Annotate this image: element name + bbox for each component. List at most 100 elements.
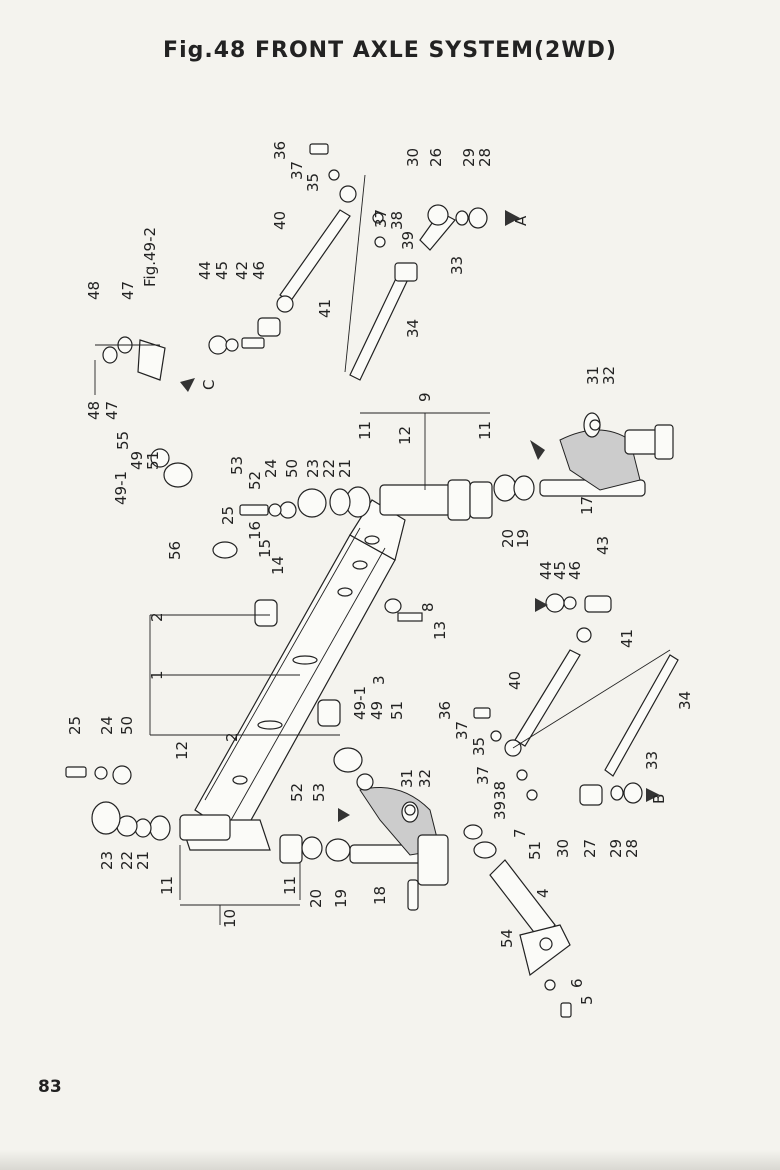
callout-17: 17: [578, 496, 596, 515]
callout-6: 6: [568, 978, 586, 988]
callout-18: 18: [371, 886, 389, 905]
knuckle-upper: [539, 412, 674, 497]
front-support: [463, 824, 571, 977]
callout-39: 39: [491, 801, 509, 820]
tie-rod-lower: [473, 593, 679, 806]
callout-49: 49: [128, 451, 146, 470]
callout-22: 22: [320, 459, 338, 478]
callout-12: 12: [396, 426, 414, 445]
callout-46: 46: [566, 561, 584, 580]
fig-reference: Fig.49-2: [141, 227, 159, 287]
callout-37: 37: [288, 161, 306, 180]
callout-52: 52: [288, 783, 306, 802]
callout-33: 33: [643, 751, 661, 770]
callout-29: 29: [460, 148, 478, 167]
callout-51: 51: [388, 701, 406, 720]
callout-31: 31: [584, 366, 602, 385]
callout-45: 45: [551, 561, 569, 580]
callout-55: 55: [114, 431, 132, 450]
callout-45: 45: [213, 261, 231, 280]
callout-2: 2: [148, 612, 166, 622]
callout-20: 20: [499, 529, 517, 548]
callout-19: 19: [514, 529, 532, 548]
callout-16: 16: [246, 521, 264, 540]
callout-32: 32: [416, 769, 434, 788]
callout-44: 44: [196, 261, 214, 280]
callout-44: 44: [537, 561, 555, 580]
callout-9: 9: [416, 392, 434, 402]
callout-37: 37: [372, 209, 390, 228]
knuckle-lower: [349, 787, 449, 911]
direction-arrows: A B C: [180, 210, 668, 822]
page-title: Fig.48 FRONT AXLE SYSTEM(2WD): [163, 38, 617, 63]
callout-22: 22: [118, 851, 136, 870]
callout-11: 11: [281, 876, 299, 895]
callout-38: 38: [491, 781, 509, 800]
callout-32: 32: [600, 366, 618, 385]
arrow-letter-b: B: [650, 794, 668, 804]
callout-56: 56: [166, 541, 184, 560]
callout-43: 43: [594, 536, 612, 555]
callout-7: 7: [511, 828, 529, 838]
callout-31: 31: [398, 769, 416, 788]
callout-33: 33: [448, 256, 466, 275]
callout-53: 53: [310, 783, 328, 802]
small-hardware: [65, 336, 601, 1018]
callout-13: 13: [431, 621, 449, 640]
callout-49: 49: [368, 701, 386, 720]
callout-34: 34: [404, 319, 422, 338]
pivot-pipe-lower: [91, 801, 351, 864]
callout-30: 30: [404, 148, 422, 167]
callout-54: 54: [498, 929, 516, 948]
callout-15: 15: [256, 539, 274, 558]
callout-1: 1: [148, 670, 166, 680]
callout-48: 48: [85, 281, 103, 300]
callout-26: 26: [427, 148, 445, 167]
callout-20: 20: [307, 889, 325, 908]
tie-rod-upper: [208, 143, 357, 355]
callout-51: 51: [526, 841, 544, 860]
callout-38: 38: [388, 211, 406, 230]
callout-53: 53: [228, 456, 246, 475]
callout-3: 3: [370, 675, 388, 685]
callout-4: 4: [534, 888, 552, 898]
callout-37: 37: [474, 766, 492, 785]
callout-48: 48: [85, 401, 103, 420]
callout-51: 51: [144, 451, 162, 470]
arrow-letter-a: A: [512, 215, 530, 226]
callout-11: 11: [356, 421, 374, 440]
callout-47: 47: [119, 281, 137, 300]
callout-49-1: 49-1: [112, 471, 130, 505]
callout-39: 39: [399, 231, 417, 250]
callout-28: 28: [623, 839, 641, 858]
scan-edge: [0, 1150, 780, 1170]
callout-49-1: 49-1: [351, 686, 369, 720]
callout-28: 28: [476, 148, 494, 167]
callout-47: 47: [103, 401, 121, 420]
callout-41: 41: [618, 629, 636, 648]
callout-5: 5: [578, 995, 596, 1005]
callout-36: 36: [271, 141, 289, 160]
pivot-pipe-upper: [239, 474, 535, 521]
callout-27: 27: [581, 839, 599, 858]
callout-29: 29: [607, 839, 625, 858]
callout-46: 46: [250, 261, 268, 280]
callout-11: 11: [476, 421, 494, 440]
callouts: 1 2 2 3 4 5 6 7 8 9 10 11 11 11 11 12 12…: [66, 141, 694, 1005]
callout-21: 21: [336, 459, 354, 478]
callout-36: 36: [436, 701, 454, 720]
leader-lines: [94, 344, 490, 925]
callout-21: 21: [134, 851, 152, 870]
callout-24: 24: [98, 716, 116, 735]
callout-42: 42: [233, 261, 251, 280]
callout-40: 40: [271, 211, 289, 230]
callout-23: 23: [98, 851, 116, 870]
callout-10: 10: [221, 909, 239, 928]
callout-23: 23: [304, 459, 322, 478]
callout-8: 8: [419, 602, 437, 612]
callout-19: 19: [332, 889, 350, 908]
callout-50: 50: [283, 459, 301, 478]
callout-24: 24: [262, 459, 280, 478]
callout-30: 30: [554, 839, 572, 858]
